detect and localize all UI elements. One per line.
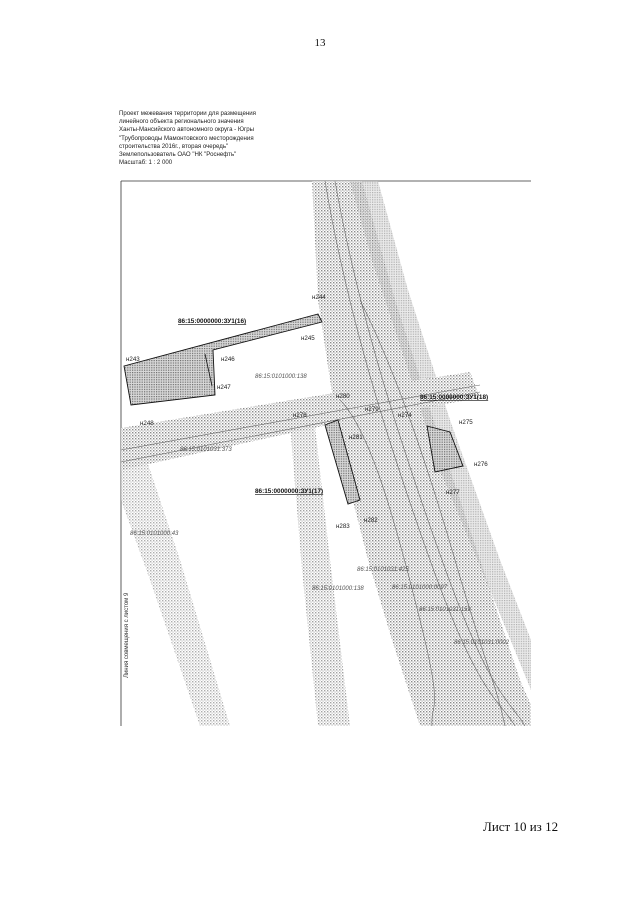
- point-label: н278: [293, 412, 307, 419]
- cadastral-label: 86:15:0101000:138: [312, 586, 364, 592]
- title-line: линейного объекта регионального значения: [119, 118, 244, 126]
- plot-zu18-polygon: [426, 425, 464, 473]
- cadastral-labels: 86:15:0101000:138 86:15:0101031:373 86:1…: [130, 374, 510, 646]
- point-label: н245: [301, 335, 315, 342]
- branch-corridor: [121, 440, 230, 726]
- plot-label-zu17: 86:15:0000000:ЗУ1(17): [255, 488, 323, 495]
- boundary-points: н243 н244 н245 н246 н247 н248 н274 н275 …: [126, 294, 488, 530]
- title-line: Проект межевания территории для размещен…: [119, 110, 256, 117]
- point-label: н247: [217, 384, 231, 391]
- plot-label-zu18: 86:15:0000000:ЗУ1(18): [420, 394, 488, 401]
- point-label: н277: [446, 489, 460, 496]
- sheet-label: Лист 10 из 12: [483, 819, 559, 834]
- title-line: строительства 2016г., вторая очередь": [119, 142, 229, 150]
- plot-zu16-polygon: [123, 313, 323, 406]
- cadastral-label: 86:15:0101031:0002: [454, 640, 510, 646]
- point-label: н282: [364, 517, 378, 524]
- land-user-line: Землепользователь ОАО "НК "Роснефть": [119, 151, 237, 159]
- point-label: н280: [336, 393, 350, 400]
- scale-line: Масштаб: 1 : 2 000: [119, 159, 173, 167]
- point-label: н283: [336, 523, 350, 530]
- point-label: н243: [126, 356, 140, 363]
- cadastral-label: 86:15:0101031:425: [357, 567, 409, 573]
- plot-zu16-inner-line: [204, 353, 213, 387]
- point-label: н246: [221, 356, 235, 363]
- plot-zu17-polygon: [324, 419, 361, 505]
- cadastral-label: 86:15:0101000:43: [130, 531, 179, 537]
- point-label: н279: [365, 406, 379, 413]
- point-label: н275: [459, 419, 473, 426]
- point-label: н276: [474, 461, 488, 468]
- vertical-corridor: [288, 400, 350, 726]
- cadastral-label: 86:15:0101000:138: [255, 374, 307, 380]
- sheet-join-label: Линия совмещения с листом 9: [124, 592, 130, 678]
- cadastral-label: 86:15:0101031:373: [180, 447, 232, 453]
- point-label: н281: [349, 434, 363, 441]
- cadastral-label: 86:15:0101000:0097: [392, 585, 448, 591]
- pipeline-lines: [121, 181, 526, 726]
- point-label: н248: [140, 420, 154, 427]
- title-line: Ханты-Мансийского автономного округа - Ю…: [119, 126, 255, 134]
- cadastral-label: 86:15:0101031:159: [419, 607, 471, 613]
- point-label: н274: [398, 412, 412, 419]
- title-line: "Трубопроводы Мамонтовского месторождени…: [119, 134, 254, 142]
- point-label: н244: [312, 294, 326, 301]
- plot-label-zu16: 86:15:0000000:ЗУ1(16): [178, 318, 246, 325]
- title-block: Проект межевания территории для размещен…: [119, 110, 309, 167]
- page-number: 13: [314, 37, 326, 49]
